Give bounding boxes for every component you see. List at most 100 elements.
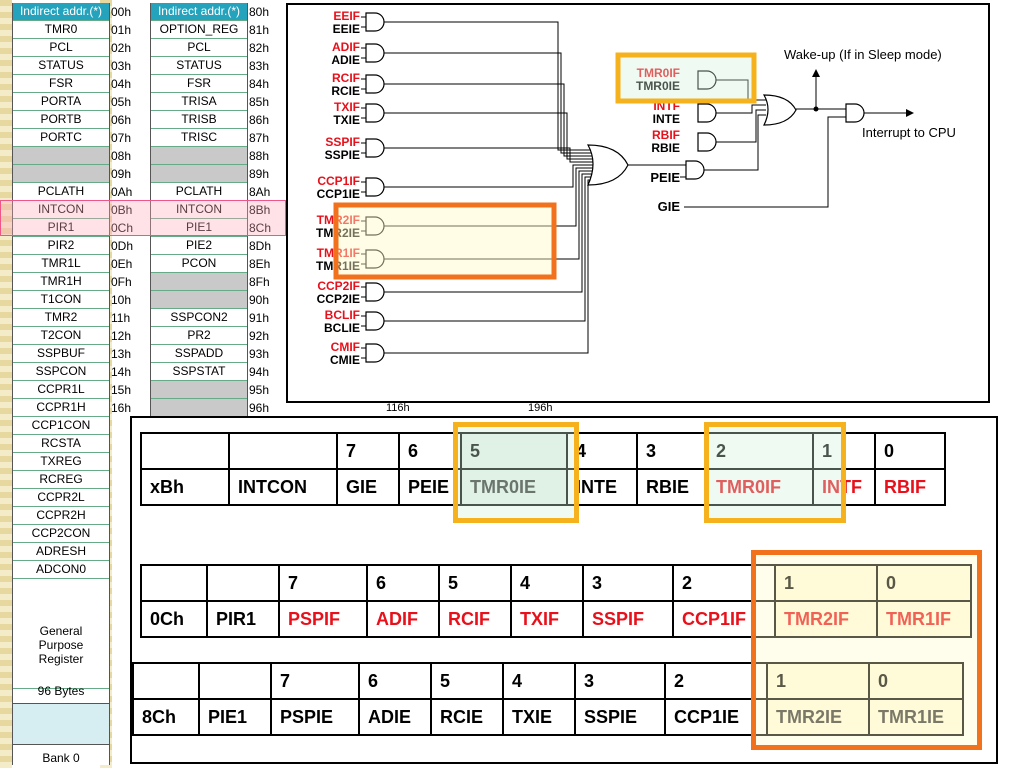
register-cell: STATUS <box>13 57 109 75</box>
enable-label: RCIE <box>331 84 360 98</box>
register-cell <box>13 165 109 183</box>
bit-label: PSPIF <box>278 600 368 638</box>
register-cell <box>151 381 247 399</box>
and-gate <box>365 311 385 331</box>
register-cell: FSR <box>151 75 247 93</box>
gpr-line: Purpose <box>38 638 84 652</box>
address-label: 00h <box>111 5 132 19</box>
bit-number: 0 <box>876 564 972 602</box>
register-cell: SSPADD <box>151 345 247 363</box>
bit-number: 3 <box>582 564 674 602</box>
address-label: 8Eh <box>249 257 271 271</box>
bit-number: 4 <box>510 564 584 602</box>
bit-number: 5 <box>460 432 568 470</box>
bit-label: GIE <box>336 468 400 506</box>
blank-cell <box>132 662 200 700</box>
final-and-gate <box>845 103 865 123</box>
register-cell: PORTC <box>13 129 109 147</box>
address-label: 0Ch <box>111 221 134 235</box>
address-label: 87h <box>249 131 270 145</box>
blank-cell <box>228 432 338 470</box>
wire <box>384 147 593 163</box>
bit-number: 5 <box>438 564 512 602</box>
bit-label: TMR1IE <box>868 698 964 736</box>
wire <box>384 167 593 227</box>
interrupt-label: Interrupt to CPU <box>862 125 956 140</box>
bit-number: 1 <box>774 564 878 602</box>
tmr0-highlight-box <box>615 52 757 104</box>
enable-label: RBIE <box>651 141 680 155</box>
and-gate <box>365 177 385 197</box>
and-gate <box>365 249 385 269</box>
wakeup-label: Wake-up (If in Sleep mode) <box>784 47 942 62</box>
bit-label: RCIE <box>430 698 504 736</box>
address-label: 94h <box>249 365 270 379</box>
register-cell: SSPSTAT <box>151 363 247 381</box>
address-label: 0Bh <box>111 203 133 217</box>
register-cell: RCSTA <box>13 435 109 453</box>
flag-label: EEIF <box>333 9 360 23</box>
address-label: 84h <box>249 77 270 91</box>
register-cell: TRISB <box>151 111 247 129</box>
register-name: INTCON <box>228 468 338 506</box>
enable-label: CCP2IE <box>317 292 360 306</box>
bit-number: 6 <box>398 432 462 470</box>
bit-number: 1 <box>766 662 870 700</box>
address-label: 8Fh <box>249 275 270 289</box>
and-gate <box>697 70 717 90</box>
left-stripe <box>0 0 12 768</box>
address-label: 86h <box>249 113 270 127</box>
wire <box>384 164 593 188</box>
address-label: 0Fh <box>111 275 132 289</box>
register-cell: PCL <box>13 39 109 57</box>
address-label: 0Ah <box>111 185 133 199</box>
register-cell: SSPCON <box>13 363 109 381</box>
bit-number: 6 <box>366 564 440 602</box>
behind-label-116h: 116h <box>386 402 410 414</box>
and-gate <box>365 12 385 32</box>
register-cell <box>151 273 247 291</box>
register-cell <box>13 147 109 165</box>
register-address: xBh <box>140 468 230 506</box>
flag-label: CCP2IF <box>317 279 360 293</box>
bit-label: PEIE <box>398 468 462 506</box>
register-cell: CCPR1H <box>13 399 109 417</box>
wire <box>384 170 593 260</box>
wire <box>384 176 593 322</box>
bit-label: TMR0IF <box>706 468 814 506</box>
bit-number: 2 <box>672 564 776 602</box>
bit-label: TMR0IE <box>460 468 568 506</box>
register-address: 8Ch <box>132 698 200 736</box>
bit-number: 6 <box>358 662 432 700</box>
bit-number: 7 <box>278 564 368 602</box>
flag-label: RCIF <box>332 71 360 85</box>
register-cell: ADCON0 <box>13 561 109 579</box>
flag-label: TMR0IF <box>637 66 680 80</box>
register-cell <box>151 147 247 165</box>
address-label: 12h <box>111 329 132 343</box>
address-label: 03h <box>111 59 132 73</box>
and-gate <box>365 138 385 158</box>
bit-number: 7 <box>270 662 360 700</box>
register-cell: PR2 <box>151 327 247 345</box>
bit-label: SSPIF <box>582 600 674 638</box>
and-gate <box>365 216 385 236</box>
address-label: 8Dh <box>249 239 272 253</box>
blank-cell <box>198 662 272 700</box>
gpr-line: Register <box>38 652 84 666</box>
register-cell: CCP1CON <box>13 417 109 435</box>
bank0-gpr-size: 96 Bytes <box>37 684 85 698</box>
bit-label: TMR2IF <box>774 600 878 638</box>
flag-label: RBIF <box>652 128 680 142</box>
register-cell: PORTA <box>13 93 109 111</box>
register-name: PIE1 <box>198 698 272 736</box>
address-label: 06h <box>111 113 132 127</box>
bank0-footer: Bank 0 <box>42 751 80 765</box>
gie-label: GIE <box>658 199 681 214</box>
tmr0ie-highlight <box>453 422 579 523</box>
address-label: 14h <box>111 365 132 379</box>
